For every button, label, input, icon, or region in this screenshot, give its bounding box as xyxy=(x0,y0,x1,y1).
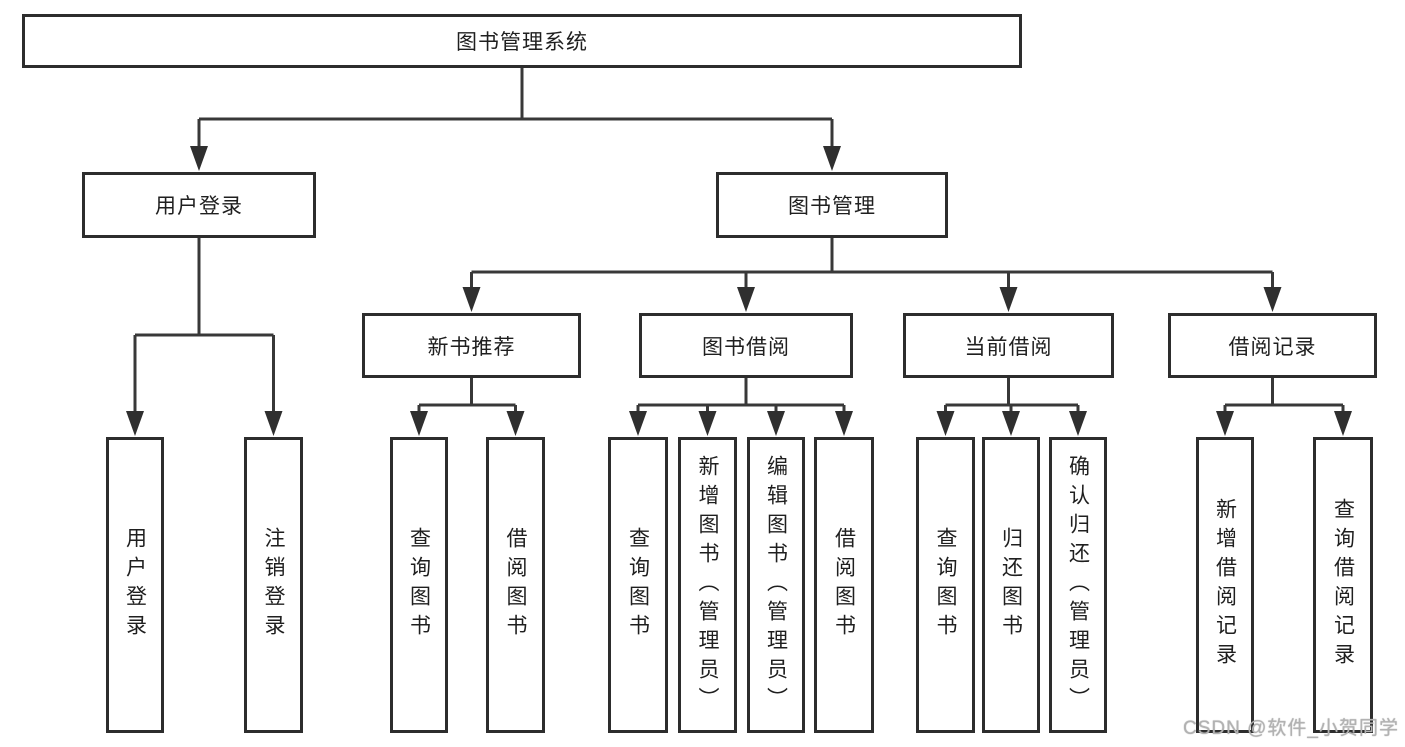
arrowhead-icon xyxy=(1069,411,1087,436)
node-book-management: 图书管理 xyxy=(716,172,948,238)
watermark-text: CSDN @软件_小贺同学 xyxy=(1183,718,1399,739)
arrowhead-icon xyxy=(737,287,755,312)
node-leaf-edit-book-admin: 编辑图书（管理员） xyxy=(747,437,805,733)
connector-bookborrow-to-leaves xyxy=(636,378,846,414)
node-user-login-label: 用户登录 xyxy=(155,195,243,218)
arrowhead-icon xyxy=(1334,411,1352,436)
arrowhead-icon xyxy=(264,411,283,436)
node-leaf-query-book-1: 查询图书 xyxy=(390,437,448,733)
node-leaf-logout-label: 注销登录 xyxy=(262,527,285,643)
connector-bookmgmt-to-level3 xyxy=(470,238,1274,290)
node-leaf-logout: 注销登录 xyxy=(244,437,303,733)
node-leaf-edit-book-admin-label: 编辑图书（管理员） xyxy=(764,454,788,716)
arrowhead-icon xyxy=(506,411,525,436)
arrowhead-icon xyxy=(767,411,785,436)
arrowhead-icon xyxy=(629,411,647,436)
connector-borrowrecords-to-leaves xyxy=(1223,378,1345,414)
node-borrow-records-label: 借阅记录 xyxy=(1228,335,1317,359)
node-book-borrow-label: 图书借阅 xyxy=(702,335,790,359)
node-leaf-add-book-admin: 新增图书（管理员） xyxy=(678,437,737,733)
arrowhead-icon xyxy=(835,411,853,436)
arrowhead-icon xyxy=(1002,411,1020,436)
node-root-label: 图书管理系统 xyxy=(456,31,588,54)
connector-root-to-level2 xyxy=(197,68,834,150)
node-leaf-add-borrow-record-label: 新增借阅记录 xyxy=(1213,498,1237,672)
node-borrow-records: 借阅记录 xyxy=(1168,313,1377,378)
node-current-borrow: 当前借阅 xyxy=(903,313,1114,378)
connector-userlogin-to-leaves xyxy=(133,238,275,414)
node-leaf-borrow-book-1: 借阅图书 xyxy=(486,437,545,733)
node-leaf-query-borrow-record: 查询借阅记录 xyxy=(1313,437,1373,733)
arrowhead-icon xyxy=(698,411,717,436)
node-root: 图书管理系统 xyxy=(22,14,1022,68)
arrowhead-icon xyxy=(462,287,481,312)
arrowhead-icon xyxy=(999,287,1018,312)
node-book-borrow: 图书借阅 xyxy=(639,313,853,378)
node-book-management-label: 图书管理 xyxy=(788,195,876,218)
connector-currentborrow-to-leaves xyxy=(944,378,1080,414)
node-user-login: 用户登录 xyxy=(82,172,316,238)
node-leaf-borrow-book-1-label: 借阅图书 xyxy=(504,527,527,643)
node-leaf-query-book-2: 查询图书 xyxy=(608,437,668,733)
node-leaf-user-login: 用户登录 xyxy=(106,437,164,733)
node-leaf-query-book-3-label: 查询图书 xyxy=(934,527,957,643)
node-leaf-query-book-3: 查询图书 xyxy=(916,437,975,733)
node-leaf-user-login-label: 用户登录 xyxy=(123,527,147,643)
node-leaf-query-book-2-label: 查询图书 xyxy=(626,527,650,643)
node-leaf-query-borrow-record-label: 查询借阅记录 xyxy=(1331,498,1355,672)
arrowhead-icon xyxy=(1216,411,1234,436)
node-leaf-confirm-return-admin-label: 确认归还（管理员） xyxy=(1066,454,1090,716)
arrowhead-icon xyxy=(190,146,208,171)
arrowhead-icon xyxy=(410,411,428,436)
node-leaf-add-borrow-record: 新增借阅记录 xyxy=(1196,437,1254,733)
node-current-borrow-label: 当前借阅 xyxy=(964,335,1053,359)
node-new-book-recommend: 新书推荐 xyxy=(362,313,581,378)
node-leaf-query-book-1-label: 查询图书 xyxy=(407,527,431,643)
arrowhead-icon xyxy=(1263,287,1282,312)
arrowhead-icon xyxy=(126,411,144,436)
node-new-book-recommend-label: 新书推荐 xyxy=(427,335,516,359)
node-leaf-borrow-book-2-label: 借阅图书 xyxy=(832,527,856,643)
node-leaf-add-book-admin-label: 新增图书（管理员） xyxy=(696,454,719,716)
node-leaf-confirm-return-admin: 确认归还（管理员） xyxy=(1049,437,1107,733)
node-leaf-return-book: 归还图书 xyxy=(982,437,1040,733)
connector-newbookrec-to-leaves xyxy=(417,378,517,414)
arrowhead-icon xyxy=(936,411,955,436)
node-leaf-borrow-book-2: 借阅图书 xyxy=(814,437,874,733)
node-leaf-return-book-label: 归还图书 xyxy=(999,527,1023,643)
arrowhead-icon xyxy=(823,146,841,171)
